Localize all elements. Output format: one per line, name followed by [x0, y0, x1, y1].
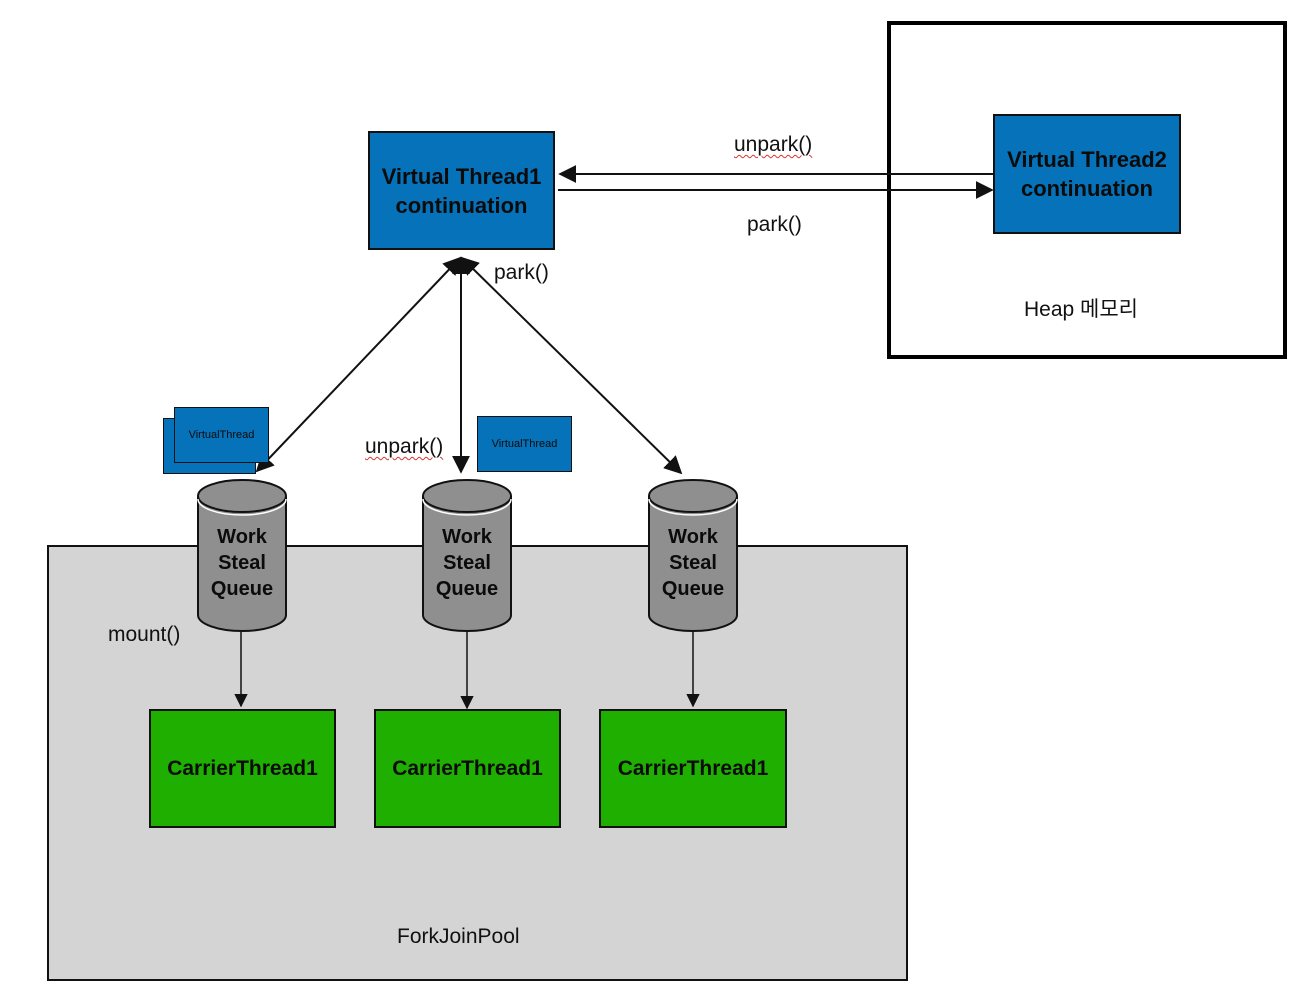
forkjoinpool-label: ForkJoinPool [397, 925, 520, 948]
queued-virtual-thread-2: VirtualThread [477, 416, 572, 472]
queue-1-text: Work Steal Queue [197, 524, 287, 602]
virtual-thread2-node: Virtual Thread2 continuation [993, 114, 1181, 234]
queue-1-line2: Steal [218, 552, 266, 574]
queued-virtual-thread-1: VirtualThread [174, 407, 269, 463]
carrier-thread-1: CarrierThread1 [149, 709, 336, 828]
virtual-thread2-subtitle: continuation [1021, 176, 1153, 201]
heap-memory-label: Heap 메모리 [1024, 298, 1138, 321]
queue-2-line1: Work [442, 526, 492, 548]
unpark-label-top: unpark() [734, 133, 813, 156]
park-label-top: park() [747, 213, 802, 236]
work-steal-queue-2 [422, 479, 512, 632]
virtual-thread1-subtitle: continuation [395, 192, 528, 218]
virtual-thread1-title: Virtual Thread1 [381, 163, 542, 189]
work-steal-queue-3 [648, 479, 738, 632]
work-steal-queue-1 [197, 479, 287, 632]
carrier-thread-3: CarrierThread1 [599, 709, 787, 828]
mount-label: mount() [108, 623, 181, 646]
queue-3-line3: Queue [661, 578, 725, 600]
queue-3-line1: Work [668, 526, 718, 548]
queue-3-text: Work Steal Queue [648, 524, 738, 602]
queue-1-line3: Queue [210, 578, 274, 600]
park-label-diagonal: park() [494, 261, 549, 284]
queue-2-line2: Steal [443, 552, 491, 574]
queue-1-line1: Work [217, 526, 267, 548]
queue-2-line3: Queue [435, 578, 499, 600]
carrier-thread-2: CarrierThread1 [374, 709, 561, 828]
virtual-thread1-node: Virtual Thread1 continuation [368, 131, 555, 250]
arrow-vt1-queue3 [460, 256, 683, 475]
queue-3-line2: Steal [669, 552, 717, 574]
queue-2-text: Work Steal Queue [422, 524, 512, 602]
arrow-vt1-queue1 [255, 256, 462, 473]
unpark-label-middle: unpark() [365, 435, 444, 458]
virtual-thread2-title: Virtual Thread2 [1007, 147, 1167, 172]
